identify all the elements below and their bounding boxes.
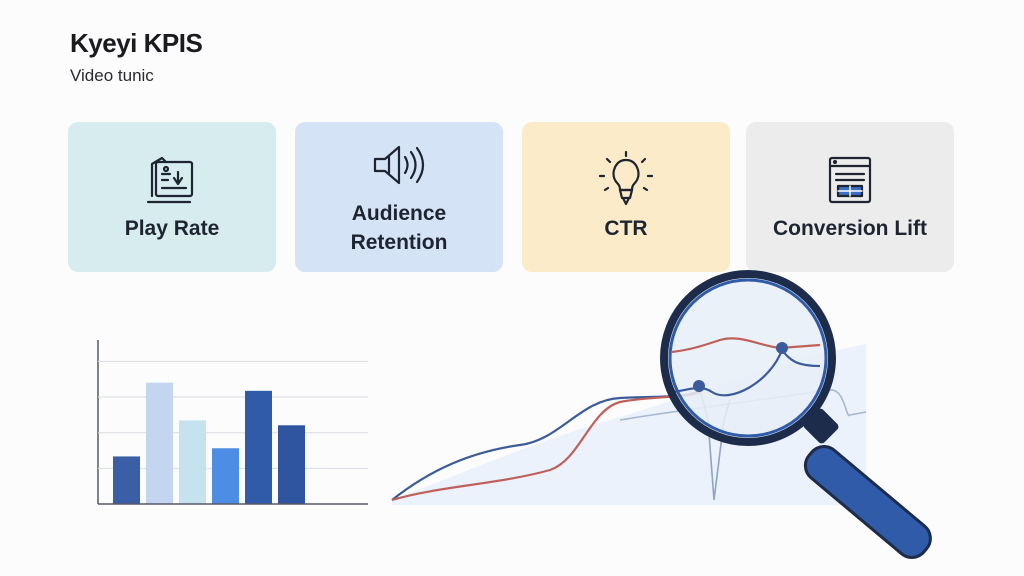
kpi-label: Play Rate	[124, 216, 220, 240]
browser-window-icon	[822, 152, 878, 208]
kpi-card-ctr[interactable]: CTR	[522, 122, 730, 272]
speaker-icon	[367, 137, 431, 193]
bar	[245, 390, 272, 504]
magnifier	[660, 270, 932, 559]
page-title: Kyeyi KPIS	[70, 28, 203, 58]
kpi-label: CTR	[604, 216, 648, 240]
bar	[179, 420, 206, 504]
kpi-card-play-rate[interactable]: Play Rate	[68, 122, 276, 272]
dashboard-screen-icon	[142, 152, 202, 208]
kpi-card-audience-retention[interactable]: Audience Retention	[295, 122, 503, 272]
bar	[113, 456, 140, 504]
kpi-label: Audience Retention	[350, 202, 448, 254]
bar	[212, 448, 239, 504]
bar-chart	[97, 340, 368, 505]
bar	[146, 382, 173, 504]
lightbulb-icon	[598, 150, 654, 208]
page-subtitle: Video tunic	[70, 66, 154, 85]
bar	[278, 425, 305, 504]
kpi-label: Conversion Lift	[772, 216, 927, 240]
kpi-card-conversion-lift[interactable]: Conversion Lift	[746, 122, 954, 272]
series-line-red	[391, 390, 701, 502]
